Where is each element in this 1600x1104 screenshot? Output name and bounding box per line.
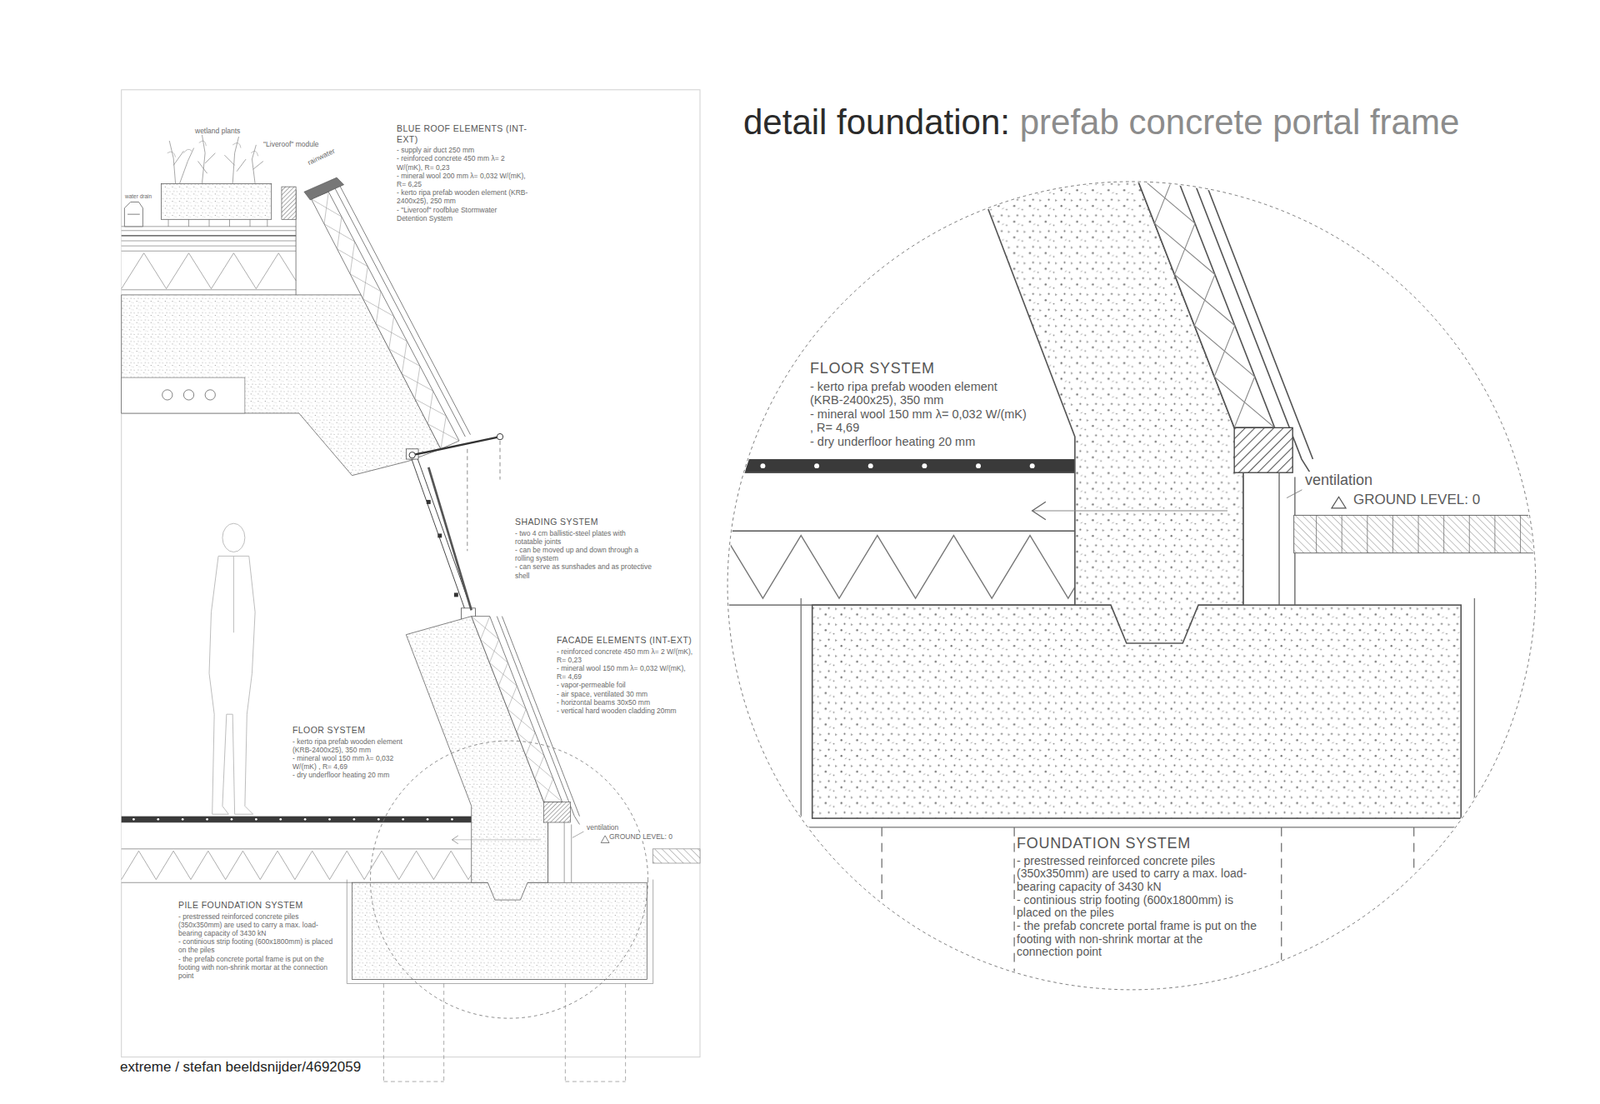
caption-block: extreme / stefan beeldsnijder/4692059 <box>120 1059 361 1076</box>
spec-group: SHADING SYSTEM- two 4 cm ballistic-steel… <box>515 516 653 580</box>
annotation-label: ventilation <box>586 823 619 832</box>
section-heading: SHADING SYSTEM <box>515 516 599 528</box>
spec-item: - reinforced concrete 450 mm λ= 2 W/(mK)… <box>396 154 529 171</box>
person-figure <box>222 523 245 552</box>
annotation-label: ventilation <box>1305 471 1373 490</box>
callout: rainwater <box>306 146 337 167</box>
section-heading: FACADE ELEMENTS (INT-EXT) <box>556 635 692 646</box>
spec-item: - reinforced concrete 450 mm λ= 2 W/(mK)… <box>556 647 695 665</box>
level-marker <box>1331 496 1346 508</box>
section-heading: FLOOR SYSTEM <box>810 360 935 379</box>
section-left <box>121 135 654 1082</box>
spec-item: - prestressed reinforced concrete piles … <box>178 912 339 939</box>
title-row: detail foundation:prefab concrete portal… <box>743 101 1460 144</box>
spec-item: - kerto ripa prefab wooden element (KRB-… <box>292 737 411 755</box>
spec-group: FACADE ELEMENTS (INT-EXT)- reinforced co… <box>556 635 695 715</box>
section-heading: FOUNDATION SYSTEM <box>1016 835 1191 854</box>
detail-circle <box>370 740 648 1019</box>
spec-item: - mineral wool 200 mm λ= 0,032 W/(mK), R… <box>396 171 529 189</box>
spec-group: PILE FOUNDATION SYSTEM- prestressed rein… <box>178 900 339 980</box>
spec-group: FOUNDATION SYSTEM- prestressed reinforce… <box>1016 835 1260 960</box>
spec-item: - the prefab concrete portal frame is pu… <box>178 955 339 981</box>
spec-item: - vapor-permeable foil <box>556 680 626 690</box>
spec-item: - supply air duct 250 mm <box>396 145 475 155</box>
callout: wetland plants <box>195 126 240 135</box>
callout: GROUND LEVEL: 0 <box>609 832 673 841</box>
annotation-label: water drain <box>125 193 152 200</box>
detail-zoom <box>1294 515 1540 553</box>
section-heading: PILE FOUNDATION SYSTEM <box>178 900 304 911</box>
spec-item: - "Liveroof" roofblue Stormwater Detenti… <box>396 205 529 223</box>
callout: GROUND LEVEL: 0 <box>1353 491 1480 509</box>
spec-group: FLOOR SYSTEM- kerto ripa prefab wooden e… <box>810 360 1029 449</box>
annotation-label: "Liveroof" module <box>263 140 320 149</box>
leader-line <box>572 831 584 838</box>
spec-item: - mineral wool 150 mm λ= 0,032 W/(mK) , … <box>292 754 411 771</box>
spec-item: - mineral wool 150 mm λ= 0,032 W/(mK) , … <box>810 407 1029 435</box>
spec-item: - kerto ripa prefab wooden element (KRB-… <box>810 380 1029 408</box>
detail-circle <box>727 181 1536 990</box>
callout: ventilation <box>1305 471 1373 490</box>
spec-item: - mineral wool 150 mm λ= 0,032 W/(mK), R… <box>556 664 695 681</box>
ground <box>653 849 700 864</box>
spec-group: BLUE ROOF ELEMENTS (INT-EXT)- supply air… <box>396 123 529 223</box>
spec-item: - dry underfloor heating 20 mm <box>292 770 390 780</box>
annotation-label: rainwater <box>306 146 337 167</box>
caption: extreme / stefan beeldsnijder/4692059 <box>120 1059 361 1076</box>
spec-item: - the prefab concrete portal frame is pu… <box>1016 920 1260 960</box>
detail-zoom <box>1316 515 1521 553</box>
annotation-label: GROUND LEVEL: 0 <box>609 832 673 841</box>
spec-item: - prestressed reinforced concrete piles … <box>1016 855 1260 895</box>
leader-line <box>1286 490 1302 499</box>
spec-item: - dry underfloor heating 20 mm <box>810 435 975 450</box>
spec-item: - can be moved up and down through a rol… <box>515 545 653 563</box>
title: detail foundation: <box>743 101 1010 144</box>
spec-item: - horizontal beams 30x50 mm <box>556 698 650 707</box>
callout: ventilation <box>586 823 619 832</box>
spec-item: - two 4 cm ballistic-steel plates with r… <box>515 529 653 546</box>
annotation-label: GROUND LEVEL: 0 <box>1353 491 1480 509</box>
spec-group: FLOOR SYSTEM- kerto ripa prefab wooden e… <box>292 725 411 780</box>
callout: "Liveroof" module <box>263 140 320 149</box>
spec-item: - air space, ventilated 30 mm <box>556 690 648 699</box>
spec-item: - continious strip footing (600x1800mm) … <box>1016 894 1260 920</box>
annotation-label: wetland plants <box>195 126 240 135</box>
level-marker <box>600 835 610 844</box>
callout: water drain <box>125 193 152 200</box>
section-heading: FLOOR SYSTEM <box>292 725 365 736</box>
spec-item: - kerto ripa prefab wooden element (KRB-… <box>396 188 529 205</box>
spec-item: - can serve as sunshades and as protecti… <box>515 562 653 580</box>
detail-zoom <box>305 0 1540 1044</box>
subtitle: prefab concrete portal frame <box>1020 101 1460 144</box>
person-figure <box>209 555 255 815</box>
section-heading: BLUE ROOF ELEMENTS (INT-EXT) <box>396 123 529 145</box>
person-figure <box>209 523 255 815</box>
spec-item: - vertical hard wooden cladding 20mm <box>556 706 677 715</box>
spec-item: - continious strip footing (600x1800mm) … <box>178 937 339 955</box>
